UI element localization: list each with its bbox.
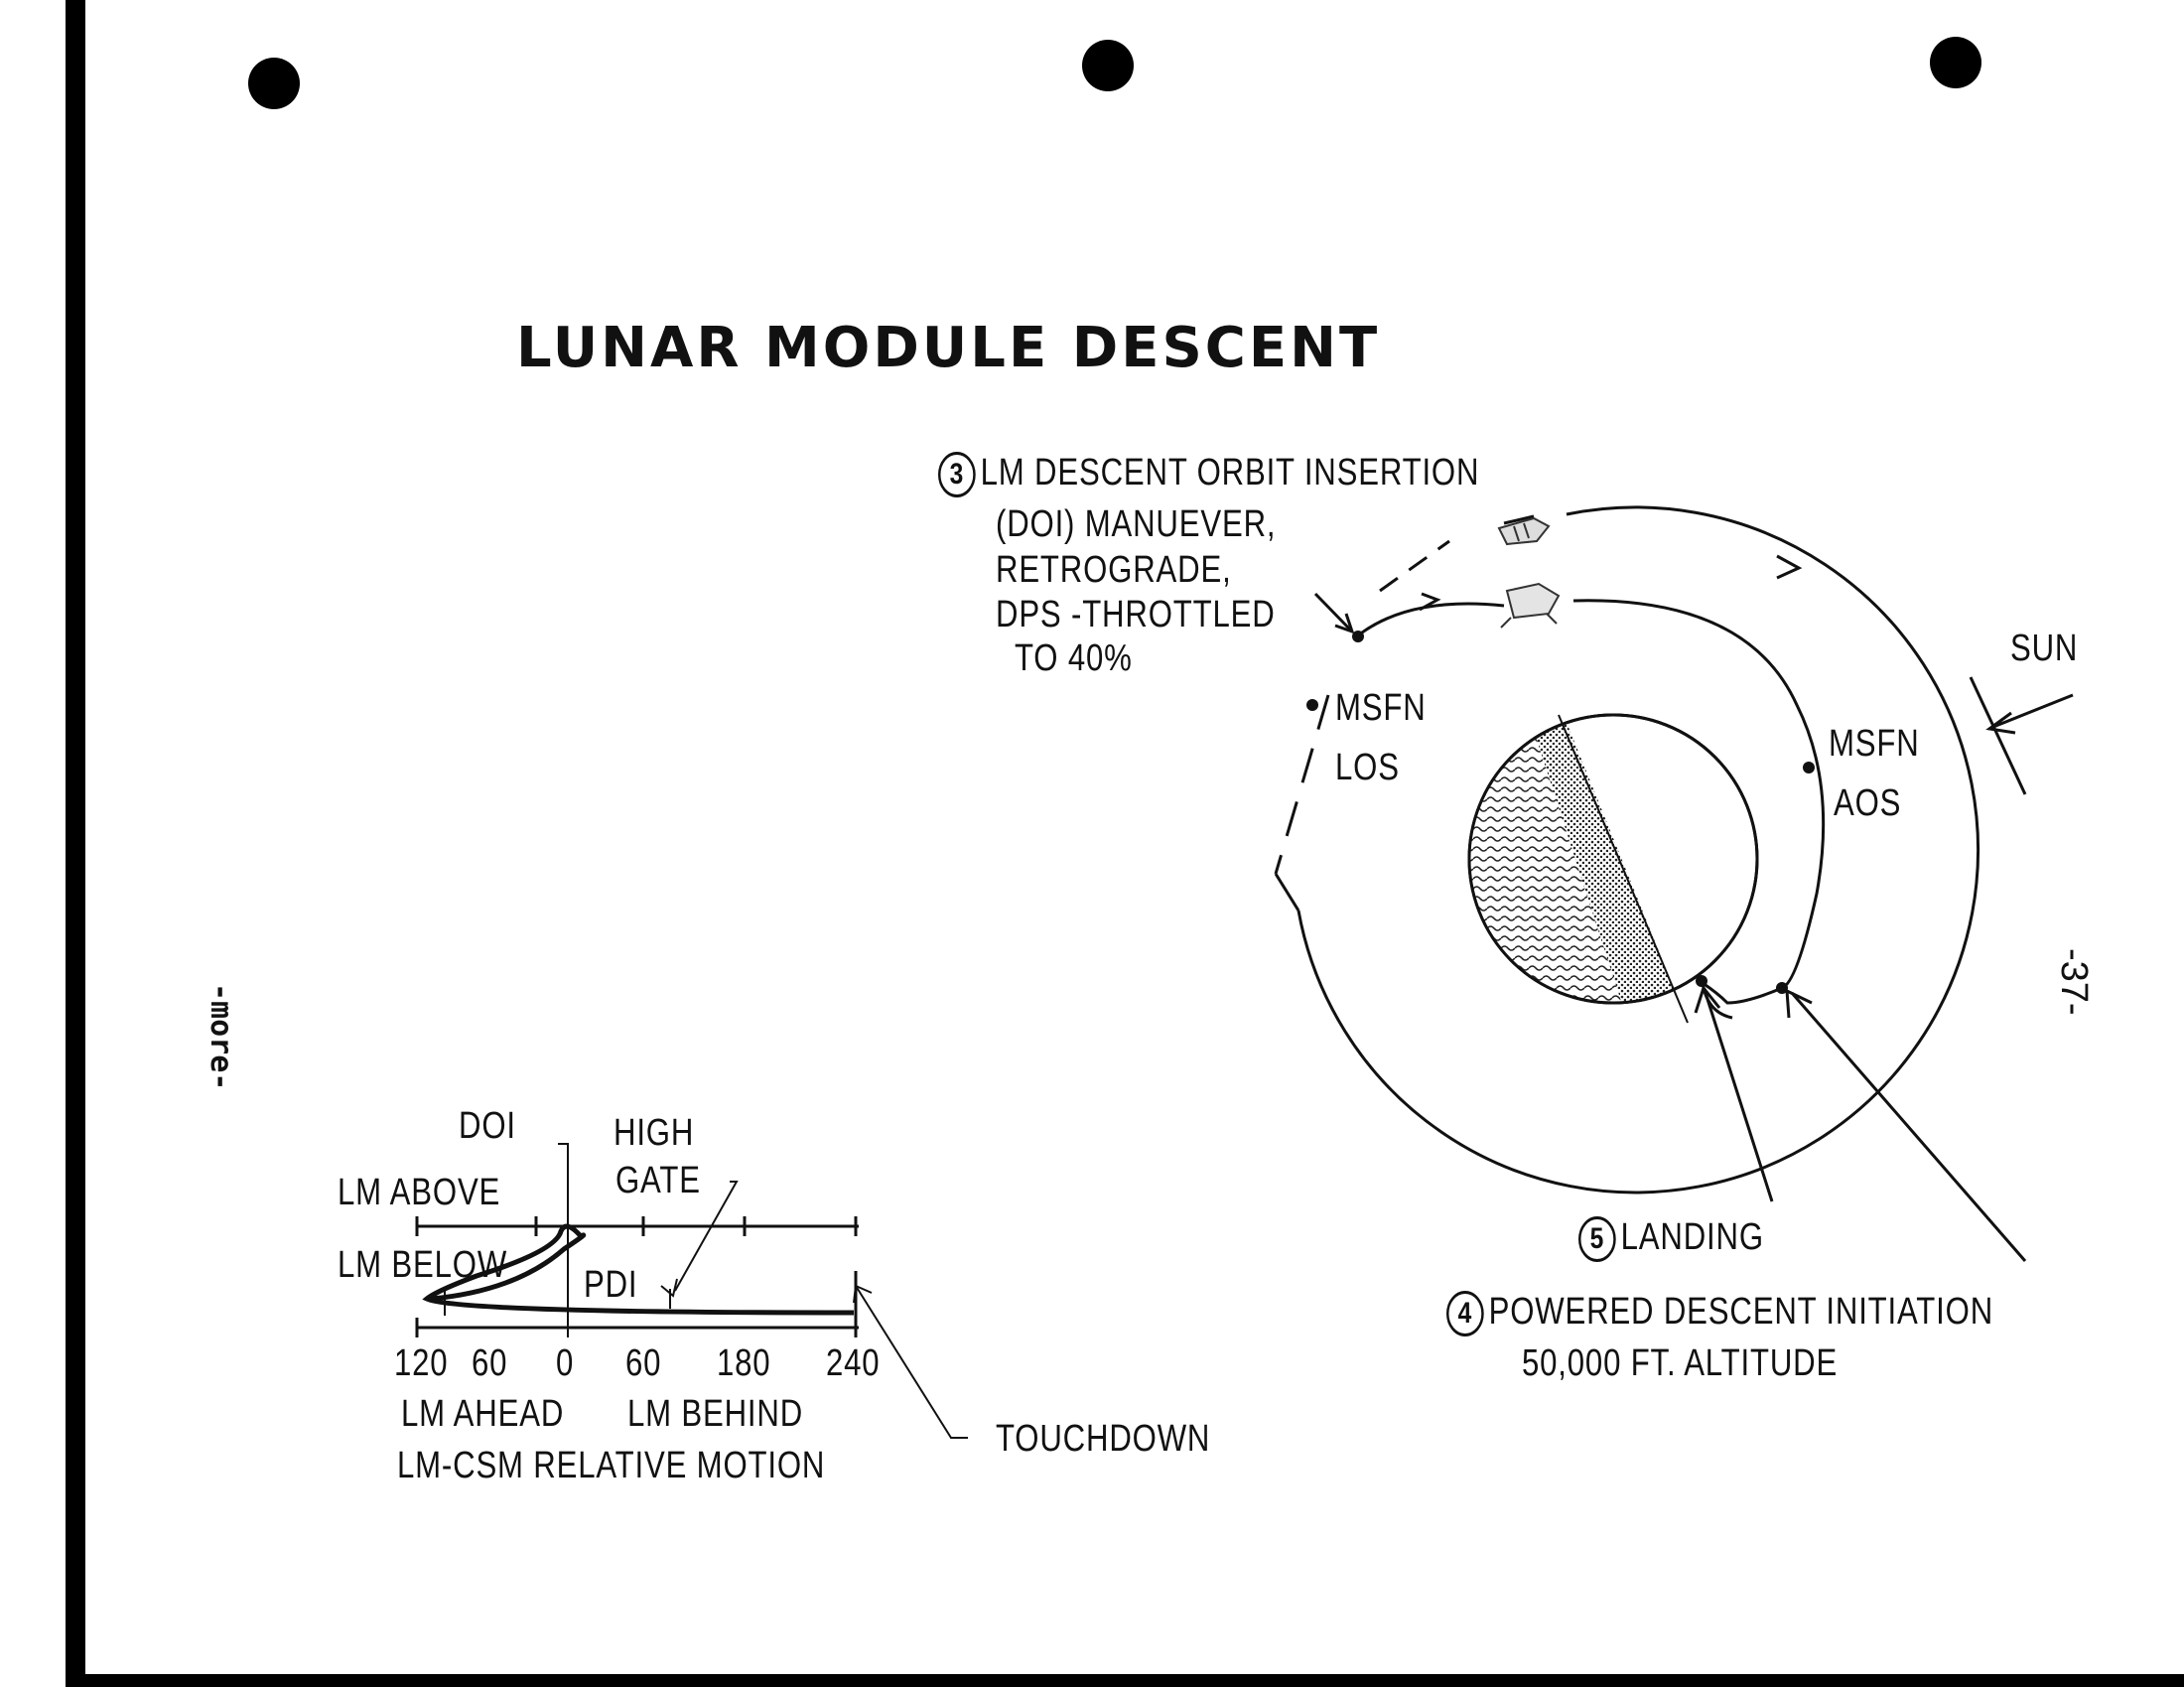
msfn-los-label-2: LOS — [1335, 747, 1400, 788]
sun-ray-arrow — [1992, 693, 2074, 729]
doi-text-3: RETROGRADE, — [996, 549, 1232, 591]
punch-hole-center — [1082, 40, 1134, 91]
plot-high-gate-label-2: GATE — [615, 1160, 701, 1201]
plot-lm-below-label: LM BELOW — [338, 1244, 508, 1286]
doi-text-2: (DOI) MANUEVER, — [996, 503, 1277, 545]
landing-point — [1696, 975, 1707, 987]
plot-doi-label: DOI — [459, 1105, 516, 1147]
msfn-aos-point — [1803, 762, 1815, 773]
sun-terminator-line — [1969, 676, 2027, 795]
pdi-text-1: POWERED DESCENT INITIATION — [1488, 1291, 1994, 1334]
msfn-aos-label-1: MSFN — [1829, 723, 1920, 765]
sun-label: SUN — [2010, 628, 2079, 669]
orbit-direction-arrow — [1776, 554, 1803, 580]
punch-hole-right — [1930, 37, 1981, 88]
step-4-badge: 4 — [1446, 1291, 1484, 1336]
x-tick-60-right: 60 — [625, 1342, 662, 1384]
plot-lm-behind-label: LM BEHIND — [627, 1393, 804, 1435]
x-tick-240: 240 — [826, 1342, 881, 1384]
x-tick-60-left: 60 — [472, 1342, 508, 1384]
x-tick-180: 180 — [717, 1342, 771, 1384]
doi-text-4: DPS -THROTTLED — [996, 594, 1276, 635]
moon — [1467, 713, 1759, 1024]
x-tick-120: 120 — [394, 1342, 449, 1384]
doi-point — [1352, 631, 1364, 642]
punch-hole-left — [248, 58, 300, 109]
doi-text-1: LM DESCENT ORBIT INSERTION — [980, 452, 1480, 494]
plot-axis-title: LM-CSM RELATIVE MOTION — [397, 1445, 826, 1486]
plot-pdi-label: PDI — [584, 1264, 638, 1306]
msfn-los-point — [1306, 699, 1318, 711]
landing-text: LANDING — [1620, 1216, 1764, 1259]
step-3-badge: 3 — [938, 452, 976, 497]
landing-leader-arrow — [1704, 992, 1774, 1202]
pdi-leader-arrow — [1790, 992, 2027, 1262]
lm-spacecraft-icon — [1500, 582, 1561, 629]
relative-motion-plot — [415, 1143, 968, 1439]
x-tick-0: 0 — [556, 1342, 575, 1384]
doi-text-5: TO 40% — [1015, 637, 1133, 679]
plot-lm-ahead-label: LM AHEAD — [401, 1393, 565, 1435]
step-5-badge: 5 — [1578, 1216, 1616, 1262]
page-border-left — [66, 0, 85, 1687]
pdi-point — [1776, 982, 1788, 994]
page-border-bottom — [66, 1674, 2184, 1687]
msfn-los-label-1: MSFN — [1335, 687, 1427, 729]
msfn-aos-label-2: AOS — [1834, 782, 1902, 824]
doi-leader-arrow — [1313, 592, 1352, 632]
plot-touchdown-label: TOUCHDOWN — [996, 1418, 1211, 1460]
csm-orbit — [1274, 505, 1980, 1195]
csm-spacecraft-icon — [1497, 516, 1551, 546]
pdi-text-2: 50,000 FT. ALTITUDE — [1522, 1342, 1839, 1384]
page-title: LUNAR MODULE DESCENT — [516, 316, 1381, 380]
plot-high-gate-label-1: HIGH — [614, 1112, 695, 1154]
plot-lm-above-label: LM ABOVE — [338, 1172, 501, 1213]
lm-direction-arrow — [1419, 592, 1441, 612]
